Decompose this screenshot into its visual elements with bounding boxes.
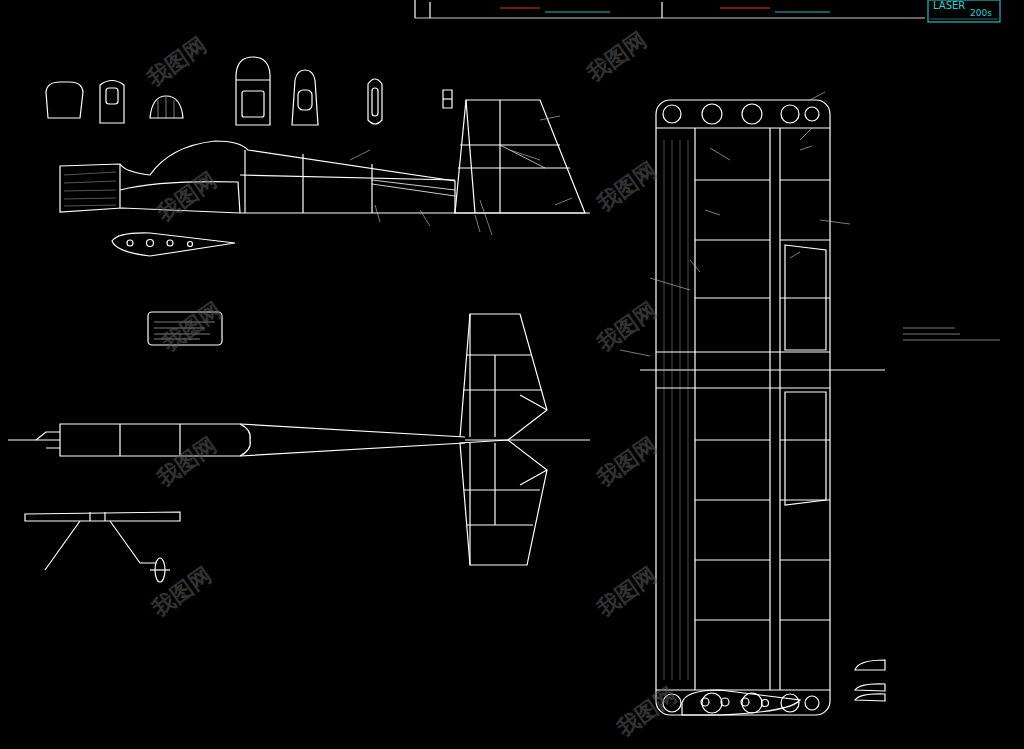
watermark: 我图网: [594, 159, 661, 215]
watermark: 我图网: [594, 564, 661, 620]
watermark: 我图网: [159, 299, 226, 355]
watermark: 我图网: [144, 34, 211, 90]
bulkheads: [46, 57, 452, 125]
fuselage-top: [8, 314, 590, 565]
watermark: 我图网: [154, 434, 221, 490]
wing-section: [112, 233, 235, 256]
title-text: LASER: [933, 1, 965, 11]
watermark: 我图网: [594, 434, 661, 490]
top-strip: [415, 0, 1000, 22]
fuselage-side: [60, 100, 590, 235]
watermark: 我图网: [594, 299, 661, 355]
airfoil-sections: [682, 660, 885, 715]
watermark: 我图网: [584, 29, 651, 85]
wing-planform: [620, 92, 1000, 715]
watermark: 我图网: [149, 564, 216, 620]
watermark: 我图网: [154, 169, 221, 225]
landing-gear: [25, 512, 180, 582]
title-text: 200s: [970, 9, 992, 18]
